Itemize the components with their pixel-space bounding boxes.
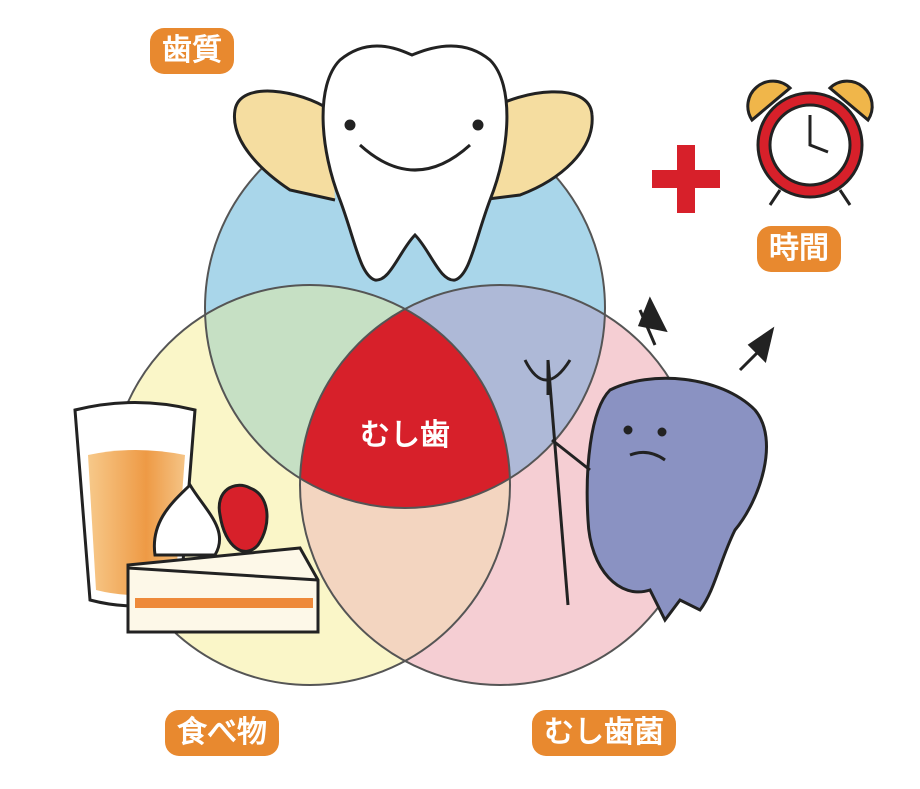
label-bacteria: むし歯菌 [532, 710, 676, 756]
label-time: 時間 [757, 226, 841, 272]
label-tooth: 歯質 [150, 28, 234, 74]
cake-icon [126, 482, 320, 634]
plus-icon [652, 145, 720, 213]
label-caries: むし歯 [360, 418, 450, 453]
tooth-character-icon [232, 44, 594, 282]
label-food: 食べ物 [165, 710, 279, 756]
bacteria-devil-icon [523, 296, 775, 623]
alarm-clock-icon [746, 79, 874, 206]
